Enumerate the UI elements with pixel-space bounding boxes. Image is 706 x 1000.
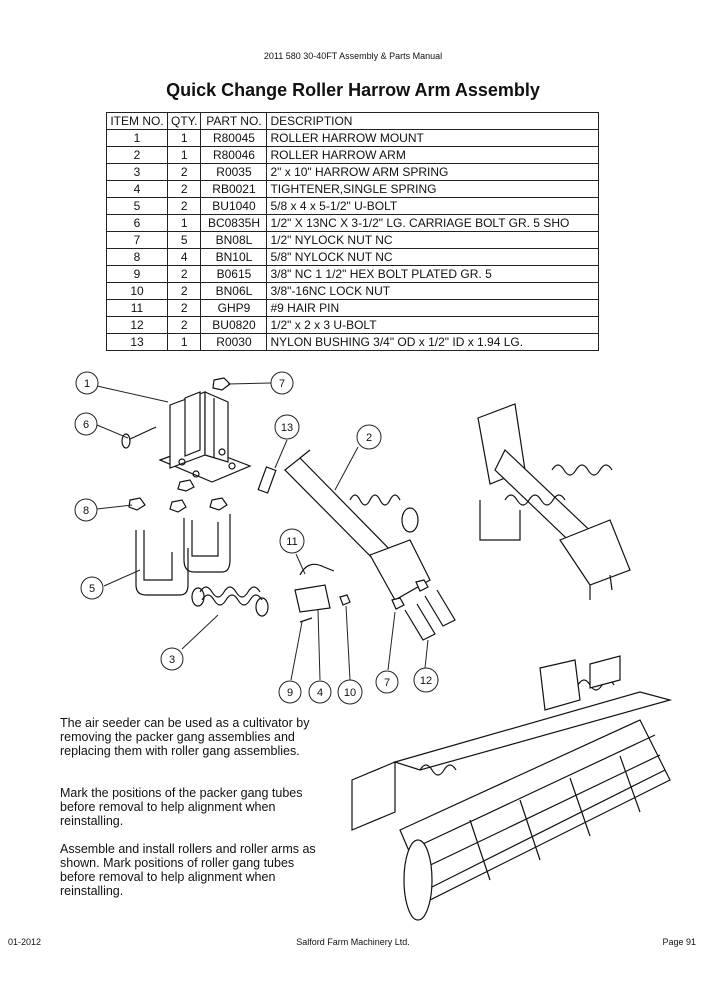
harrow-arm-spring-drawing — [191, 586, 269, 617]
callout-3: 3 — [160, 647, 184, 671]
svg-text:1: 1 — [84, 378, 90, 390]
column-header-item: ITEM NO. — [106, 112, 168, 130]
cell-description: ROLLER HARROW ARM — [266, 146, 600, 164]
footer-company: Salford Farm Machinery Ltd. — [296, 937, 410, 947]
callout-4: 4 — [308, 680, 332, 704]
instruction-paragraph-2: Mark the positions of the packer gang tu… — [60, 786, 303, 828]
cell-description: TIGHTENER,SINGLE SPRING — [266, 180, 600, 198]
callout-2: 2 — [356, 424, 382, 450]
cell-qty: 2 — [166, 180, 202, 198]
svg-text:7: 7 — [384, 677, 390, 689]
cell-part-no: R80045 — [200, 129, 268, 147]
cell-item-no: 12 — [106, 316, 168, 334]
instruction-paragraph-1: The air seeder can be used as a cultivat… — [60, 716, 310, 758]
footer-page-number: Page 91 — [662, 937, 696, 947]
roller-gang-view-drawing — [351, 655, 673, 921]
cell-part-no: R80046 — [200, 146, 268, 164]
cell-description: 5/8 x 4 x 5-1/2" U-BOLT — [266, 197, 600, 215]
callout-5: 5 — [80, 576, 104, 600]
callout-7: 7 — [270, 371, 294, 395]
u-bolts-drawing — [135, 514, 231, 596]
callout-6: 6 — [74, 412, 98, 436]
svg-text:13: 13 — [281, 422, 293, 434]
callout-11: 11 — [279, 528, 305, 554]
callout-13: 13 — [274, 414, 300, 440]
cell-description: 1/2" X 13NC X 3-1/2" LG. CARRIAGE BOLT G… — [266, 214, 600, 232]
svg-text:12: 12 — [420, 675, 432, 687]
svg-text:3: 3 — [169, 654, 175, 666]
cell-part-no: R0030 — [200, 333, 268, 351]
callout-leaders — [96, 382, 429, 681]
roller-harrow-arm-drawing — [284, 449, 431, 601]
callout-10: 10 — [337, 679, 363, 705]
cell-item-no: 11 — [106, 299, 168, 317]
column-header-qty: QTY. — [166, 112, 202, 130]
svg-text:2: 2 — [366, 432, 372, 444]
cell-description: NYLON BUSHING 3/4" OD x 1/2" ID x 1.94 L… — [266, 333, 600, 351]
cell-description: 1/2" x 2 x 3 U-BOLT — [266, 316, 600, 334]
callout-1: 1 — [75, 371, 99, 395]
svg-text:11: 11 — [286, 536, 297, 548]
page-header: 2011 580 30-40FT Assembly & Parts Manual — [263, 51, 443, 61]
footer-date: 01-2012 — [8, 937, 42, 947]
cell-part-no: BN08L — [200, 231, 268, 249]
svg-text:4: 4 — [317, 687, 323, 699]
assembled-view-drawing — [477, 403, 631, 600]
svg-text:10: 10 — [344, 687, 356, 699]
cell-description: 1/2" NYLOCK NUT NC — [266, 231, 600, 249]
tightener-hardware-drawing — [294, 563, 351, 623]
callout-9: 9 — [278, 680, 302, 704]
svg-text:5: 5 — [89, 583, 95, 595]
svg-text:9: 9 — [287, 687, 293, 699]
cell-qty: 1 — [166, 333, 202, 351]
svg-text:6: 6 — [83, 419, 89, 431]
lower-u-bolts-drawing — [391, 579, 456, 641]
cell-part-no: RB0021 — [200, 180, 268, 198]
page-title: Quick Change Roller Harrow Arm Assembly — [166, 80, 540, 100]
svg-text:8: 8 — [83, 505, 89, 517]
callout-8: 8 — [74, 498, 98, 522]
callout-12: 12 — [413, 667, 439, 693]
instruction-paragraph-3: Assemble and install rollers and roller … — [60, 842, 316, 898]
cell-description: 3/8"-16NC LOCK NUT — [266, 282, 600, 300]
svg-text:7: 7 — [279, 378, 285, 390]
nylock-nuts-drawing — [128, 377, 231, 513]
cell-part-no: B0615 — [200, 265, 268, 283]
cell-item-no: 13 — [106, 333, 168, 351]
callout-7-lower: 7 — [375, 670, 399, 694]
roller-harrow-mount-drawing — [158, 391, 252, 483]
table-header-row: ITEM NO. QTY. PART NO. DESCRIPTION — [106, 112, 600, 130]
nylon-bushing-drawing — [257, 466, 277, 494]
column-header-part: PART NO. — [200, 112, 268, 130]
